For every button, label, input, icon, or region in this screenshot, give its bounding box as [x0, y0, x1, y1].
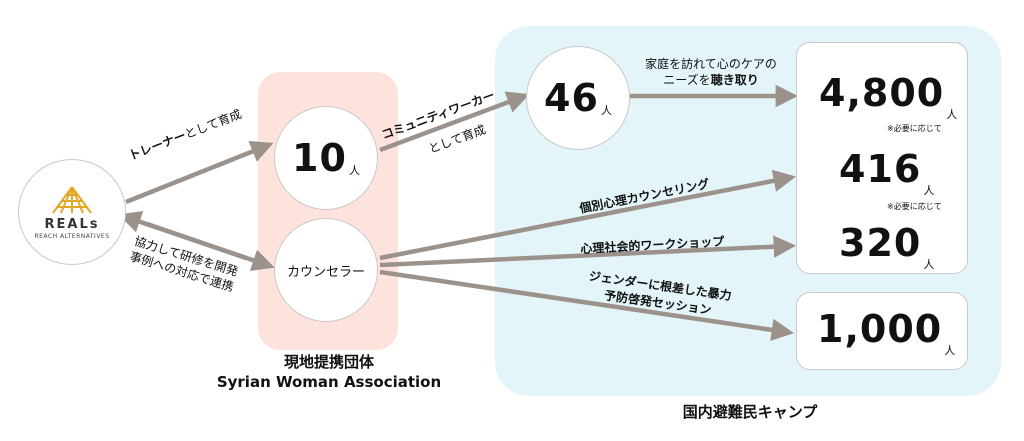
- reals-logo-circle: REALs REACH ALTERNATIVES: [18, 159, 126, 265]
- counselor-circle: カウンセラー: [274, 218, 378, 322]
- community-workers-count: 46: [544, 76, 599, 120]
- note-2: ※必要に応じて: [887, 202, 942, 211]
- arrow-trainers-to-community: [379, 91, 530, 153]
- arrow-counselor-reals: [118, 211, 247, 261]
- logo-subtitle: REACH ALTERNATIVES: [34, 232, 110, 240]
- reals-logo-icon: [52, 185, 92, 214]
- trainers-count: 10: [292, 136, 347, 180]
- arrow-counselor-to-individual: [379, 169, 796, 261]
- partner-title: 現地提携団体 Syrian Woman Association: [216, 353, 442, 391]
- trainers-unit: 人: [348, 164, 360, 177]
- logo-name: REALs: [44, 216, 100, 232]
- camp-title: 国内避難民キャンプ: [682, 403, 818, 421]
- note-1: ※必要に応じて: [887, 124, 942, 133]
- community-workers-unit: 人: [600, 104, 612, 117]
- counselor-label: カウンセラー: [286, 264, 365, 280]
- arrow-reals-to-trainers: [125, 140, 274, 205]
- arrow-counselor-to-workshop: [379, 235, 797, 268]
- label-visit: 家庭を訪れて心のケアの ニーズを聴き取り: [645, 57, 777, 87]
- arrow-counselor-to-gbv: [379, 269, 795, 342]
